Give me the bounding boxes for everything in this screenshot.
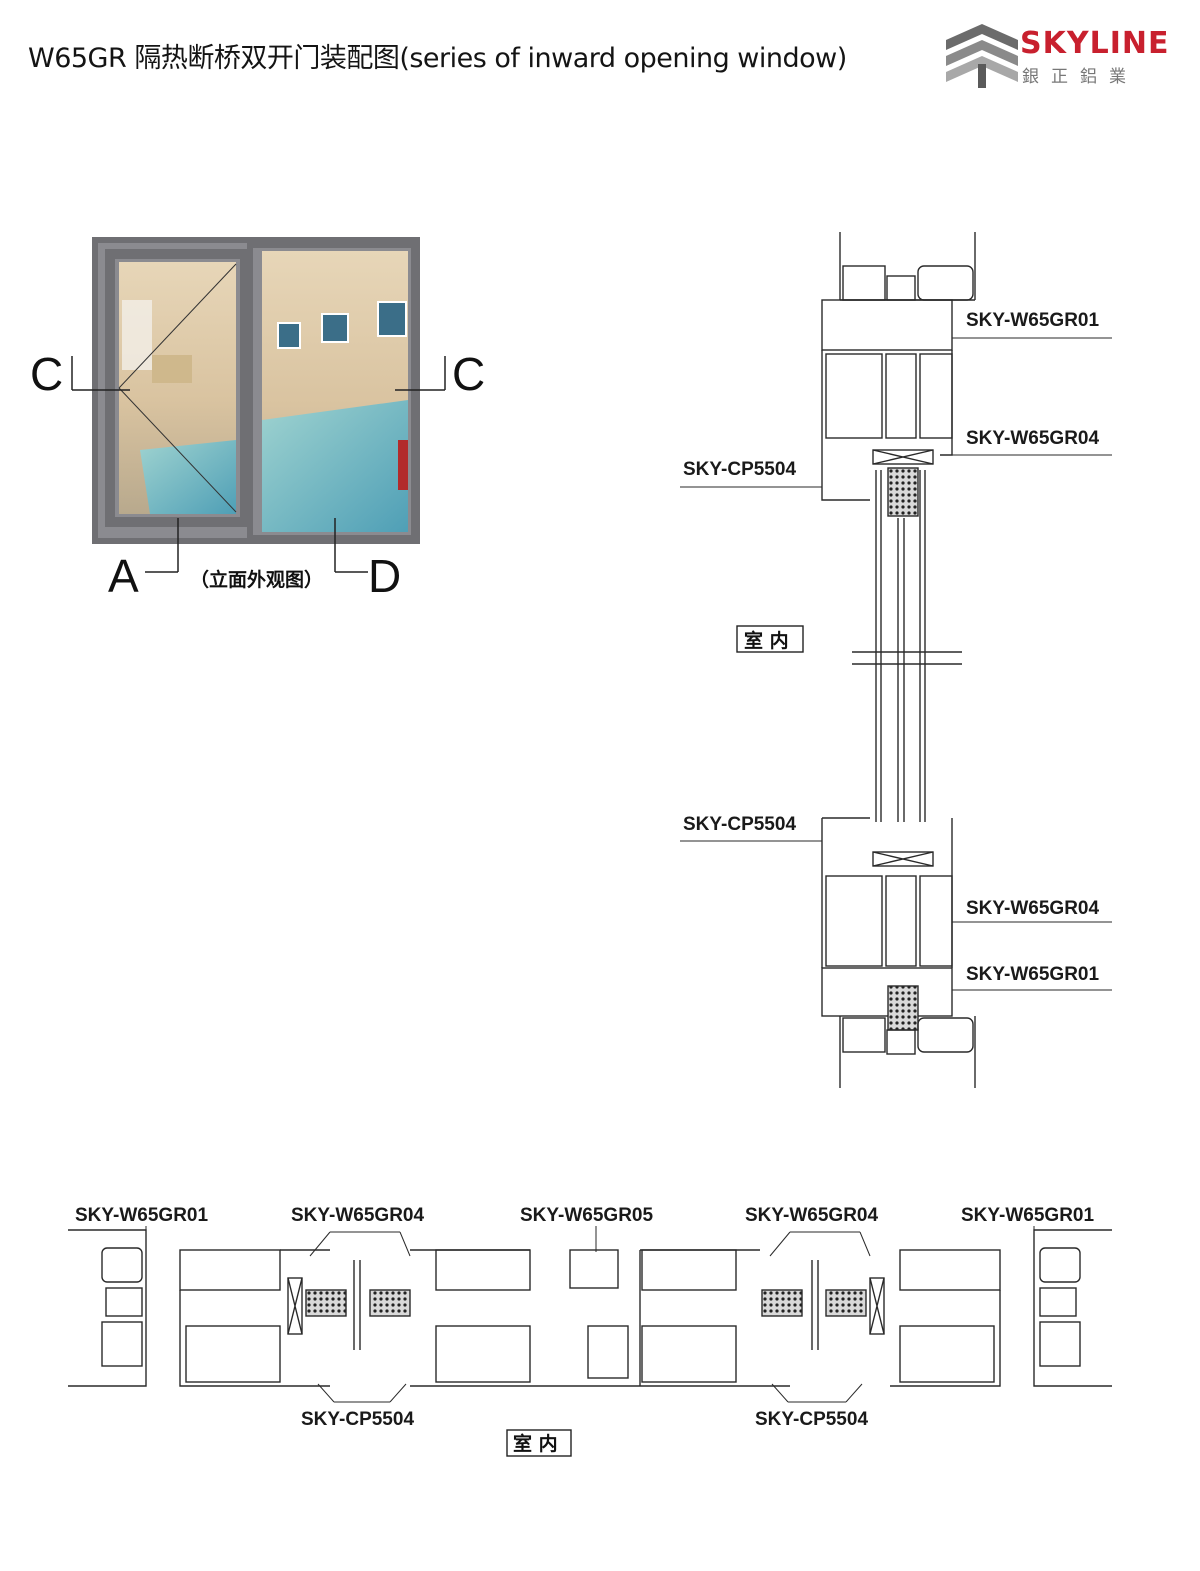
horizontal-label-cp5504-right: SKY-CP5504 — [755, 1409, 868, 1430]
vertical-label-cp5504-bottom: SKY-CP5504 — [683, 814, 796, 835]
vertical-room-label: 室 内 — [744, 629, 789, 652]
horizontal-room-box — [506, 1429, 572, 1457]
wall-picture — [277, 322, 301, 349]
vertical-label-gr01-top: SKY-W65GR01 — [966, 310, 1099, 331]
vertical-label-cp5504-top: SKY-CP5504 — [683, 459, 796, 480]
vertical-label-gr04-bottom: SKY-W65GR04 — [966, 898, 1099, 919]
section-mark-c-right: C — [452, 348, 485, 400]
brand-name: SKYLINE — [1020, 26, 1170, 61]
section-mark-d: D — [368, 550, 401, 602]
vertical-room-box — [736, 625, 804, 653]
bed-illustration — [140, 440, 236, 514]
vertical-section-leaders — [680, 337, 1112, 991]
horizontal-section — [68, 1229, 1112, 1387]
page-title: W65GR 隔热断桥双开门装配图(series of inward openin… — [28, 43, 847, 74]
brand-subtitle: 銀正鋁業 — [1022, 67, 1138, 87]
brand-logo: SKYLINE 銀正鋁業 — [942, 20, 1172, 90]
elevation-view: C C A D （立面外观图） — [30, 237, 485, 602]
horizontal-label-gr04-right: SKY-W65GR04 — [745, 1205, 878, 1226]
logo-mark-icon — [946, 24, 1018, 88]
horizontal-room-label: 室 内 — [513, 1432, 558, 1455]
vertical-section — [821, 232, 976, 1088]
horizontal-label-gr01-right: SKY-W65GR01 — [961, 1205, 1094, 1226]
vertical-label-gr04-top: SKY-W65GR04 — [966, 428, 1099, 449]
horizontal-label-gr04-left: SKY-W65GR04 — [291, 1205, 424, 1226]
elevation-caption: （立面外观图） — [190, 568, 323, 591]
horizontal-section-leaders — [145, 1226, 1035, 1403]
horizontal-label-cp5504-left: SKY-CP5504 — [301, 1409, 414, 1430]
horizontal-label-gr01-left: SKY-W65GR01 — [75, 1205, 208, 1226]
section-mark-c-left: C — [30, 348, 63, 400]
vertical-label-gr01-bottom: SKY-W65GR01 — [966, 964, 1099, 985]
horizontal-label-gr05: SKY-W65GR05 — [520, 1205, 653, 1226]
section-mark-a: A — [108, 550, 139, 602]
